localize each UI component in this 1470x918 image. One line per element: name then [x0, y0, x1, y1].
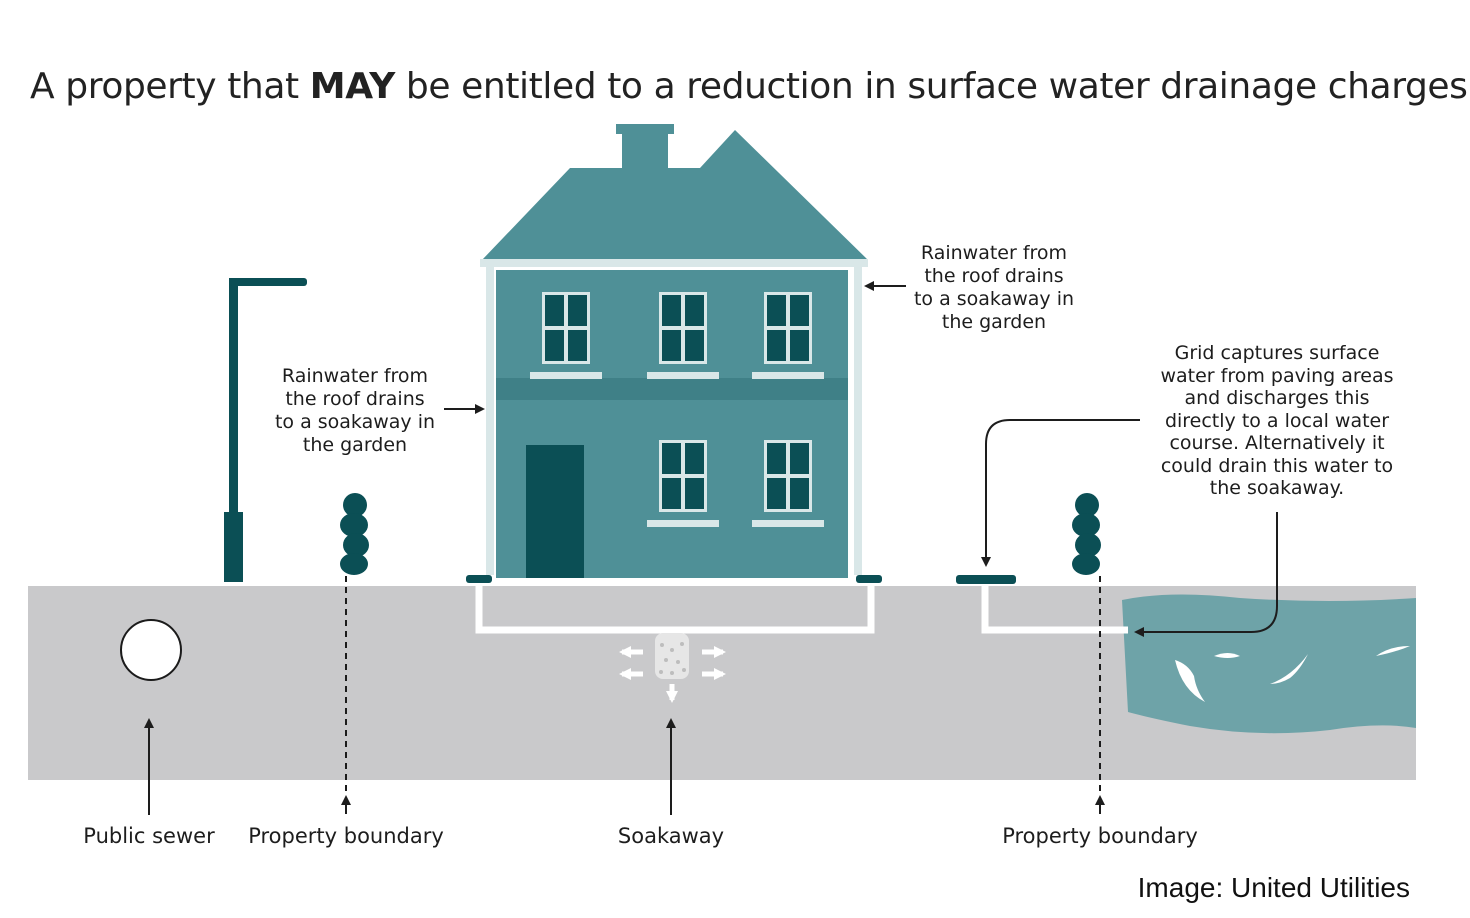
pointer-arrows	[144, 281, 1278, 815]
public-sewer-pipe	[120, 619, 182, 681]
annotation-line: directly to a local water	[1164, 409, 1390, 432]
street-lamp	[224, 278, 307, 582]
title-prefix: A property that	[30, 66, 310, 107]
front-door	[526, 445, 584, 578]
annotation-line: water from paving areas	[1160, 364, 1394, 387]
title-suffix: be entitled to a reduction in surface wa…	[394, 66, 1468, 107]
window	[752, 292, 824, 379]
annotation-line: course. Alternatively it	[1169, 432, 1385, 454]
gutter	[480, 259, 868, 267]
pipe-network	[486, 266, 862, 575]
annotation-left-downpipe: Rainwater from the roof drains to a soak…	[262, 365, 448, 457]
annotation-line: could drain this water to	[1160, 454, 1394, 477]
annotation-line: to a soakaway in	[274, 411, 436, 433]
soakaway-pit	[619, 633, 726, 703]
label-property-boundary-left: Property boundary	[248, 824, 444, 848]
shrub-left	[340, 493, 369, 575]
annotation-line: Rainwater from	[281, 365, 429, 387]
annotation-line: the garden	[941, 311, 1047, 333]
annotation-right-downpipe: Rainwater from the roof drains to a soak…	[900, 242, 1088, 334]
surface-grid	[956, 575, 1016, 584]
annotation-line: the roof drains	[285, 388, 425, 410]
annotation-line: Grid captures surface	[1174, 342, 1380, 364]
underground-pipes	[475, 584, 1128, 634]
window	[647, 440, 719, 527]
annotation-line: the soakaway.	[1209, 477, 1345, 499]
window	[752, 440, 824, 527]
label-soakaway: Soakaway	[617, 824, 725, 848]
title-emphasis: MAY	[309, 66, 396, 107]
roof	[482, 130, 868, 260]
window	[647, 292, 719, 379]
annotation-line: the roof drains	[924, 265, 1064, 287]
property-boundary-lines	[345, 576, 1101, 794]
windows	[530, 292, 824, 527]
fish-icons	[1175, 646, 1410, 702]
annotation-line: and discharges this	[1184, 387, 1370, 409]
label-property-boundary-right: Property boundary	[1002, 824, 1198, 848]
window	[530, 292, 602, 379]
annotation-line: to a soakaway in	[913, 288, 1075, 310]
drain-cap-right	[856, 575, 882, 583]
annotation-line: Rainwater from	[920, 242, 1068, 264]
shrub-right	[1072, 493, 1101, 575]
annotation-grid: Grid captures surface water from paving …	[1140, 342, 1414, 500]
label-public-sewer: Public sewer	[83, 824, 215, 848]
water-course	[1122, 594, 1416, 734]
diagram-title: A property that MAY be entitled to a red…	[30, 66, 1468, 107]
annotation-line: the garden	[302, 434, 408, 456]
image-credit: Image: United Utilities	[1137, 872, 1410, 903]
drain-cap-left	[466, 575, 492, 583]
